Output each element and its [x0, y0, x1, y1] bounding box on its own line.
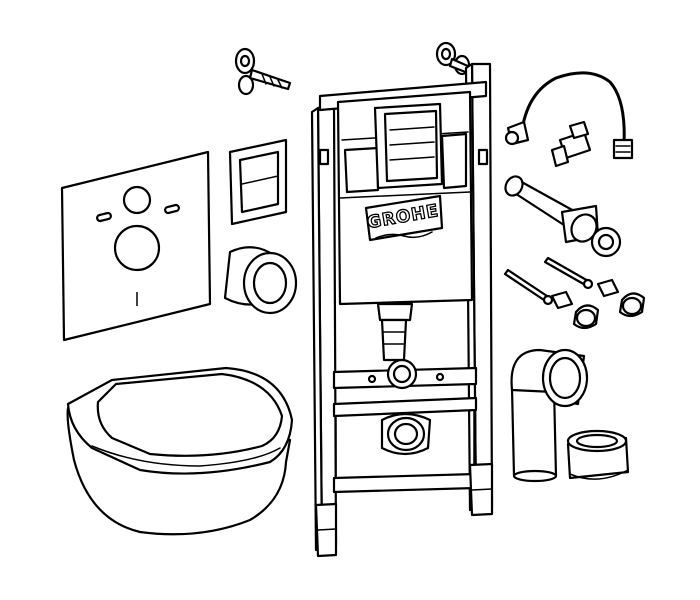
caps	[572, 292, 646, 330]
drain-connector	[223, 246, 298, 315]
rubber-seal	[590, 226, 622, 258]
flush-plate	[228, 138, 288, 226]
connector-sleeve	[566, 429, 630, 480]
nuts	[550, 278, 620, 310]
wall-anchor-left	[234, 47, 292, 96]
angle-valve	[550, 120, 592, 168]
insulation-sheet	[60, 150, 212, 342]
water-hose	[504, 71, 634, 160]
drain-elbow	[510, 348, 589, 483]
cistern: GROHE	[336, 90, 474, 456]
connection-pipe	[504, 175, 600, 244]
toilet-bowl	[66, 366, 294, 536]
fixing-bolts	[503, 256, 594, 306]
